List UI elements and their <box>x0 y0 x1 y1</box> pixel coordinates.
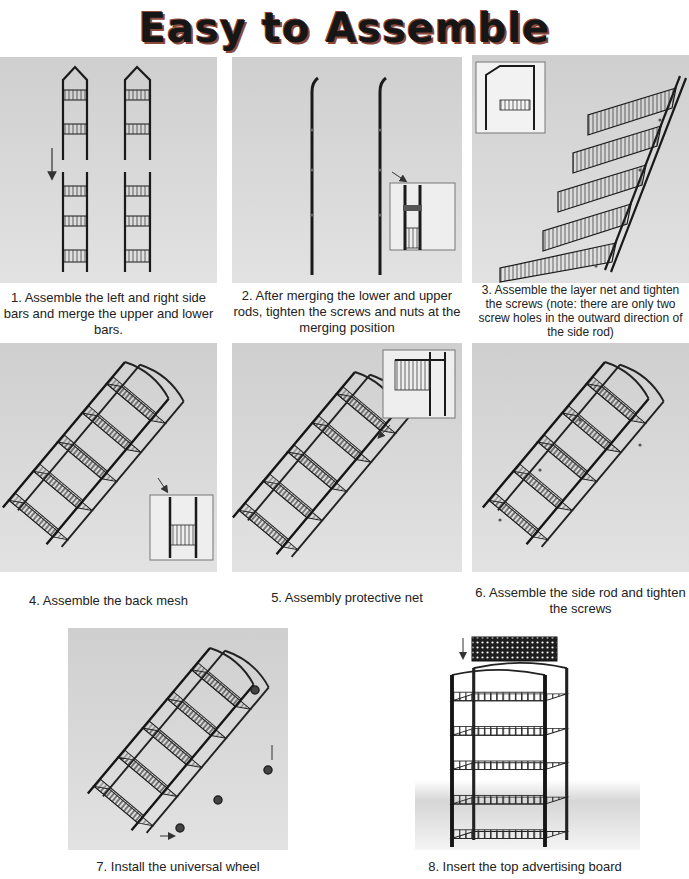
step-caption: 3. Assemble the layer net and tighten th… <box>474 283 687 339</box>
drawing-rect <box>63 216 87 226</box>
drawing-rect <box>170 525 196 545</box>
drawing-circle <box>214 796 222 804</box>
drawing-polygon <box>588 88 676 135</box>
drawing-g <box>498 418 641 521</box>
drawing-rect <box>63 124 87 134</box>
drawing-path <box>486 66 534 130</box>
step-caption: 5. Assembly protective net <box>232 590 462 606</box>
drawing-rect <box>150 495 213 560</box>
drawing-circle <box>311 129 314 132</box>
drawing-rect <box>405 228 420 248</box>
drawing-rect <box>232 343 462 572</box>
drawing-path <box>170 497 196 558</box>
drawing-path <box>63 67 87 272</box>
drawing-polygon <box>558 165 646 212</box>
page-title: Easy to Assemble <box>0 4 689 52</box>
drawing-path <box>463 638 464 656</box>
drawing-rect <box>125 186 150 196</box>
drawing-rect <box>415 780 640 850</box>
drawing-polygon <box>500 243 616 282</box>
drawing-circle <box>379 214 382 217</box>
drawing-rect <box>395 360 430 390</box>
drawing-path <box>312 78 386 275</box>
drawing-circle <box>638 443 641 446</box>
drawing-use <box>452 663 567 847</box>
drawing-rect <box>0 57 217 283</box>
drawing-rect <box>125 124 150 134</box>
drawing-g <box>311 129 382 217</box>
drawing-rect <box>232 57 462 283</box>
drawing-rect <box>63 250 87 262</box>
drawing-circle <box>379 129 382 132</box>
drawing-rect <box>125 90 150 100</box>
drawing-path <box>125 67 150 272</box>
drawing-rect <box>63 90 87 100</box>
drawing-g <box>176 686 272 832</box>
drawing-circle <box>176 824 184 832</box>
drawing-circle <box>578 418 581 421</box>
step-caption: 7. Install the universal wheel <box>60 859 296 875</box>
step-caption: 4. Assemble the back mesh <box>0 593 217 609</box>
drawing-polygon <box>573 126 661 173</box>
drawing-circle <box>594 264 597 267</box>
step-caption: 1. Assemble the left and right side bars… <box>2 290 215 338</box>
drawing-rect <box>383 350 455 418</box>
drawing-rect <box>403 205 422 211</box>
drawing-rect <box>390 183 455 250</box>
drawing-g <box>63 90 150 262</box>
drawing-path <box>380 425 390 436</box>
step-caption: 8. Insert the top advertising board <box>400 859 650 875</box>
drawing-path <box>51 148 52 176</box>
drawing-circle <box>311 214 314 217</box>
drawing-circle <box>379 169 382 172</box>
drawing-rect <box>0 343 217 572</box>
drawing-circle <box>264 766 272 774</box>
drawing-circle <box>638 168 641 171</box>
drawing-g <box>63 67 150 272</box>
drawing-path <box>405 185 420 250</box>
drawing-rect <box>472 55 689 283</box>
drawing-circle <box>658 118 661 121</box>
drawing-polygon <box>543 204 631 251</box>
step-caption: 2. After merging the lower and upper rod… <box>232 288 462 336</box>
drawing-path <box>158 478 166 490</box>
drawing-circle <box>251 686 259 694</box>
drawing-rect <box>472 343 689 572</box>
drawing-g <box>594 118 661 267</box>
drawing-rect <box>500 100 530 110</box>
drawing-use <box>483 352 668 553</box>
drawing-rect <box>125 216 150 226</box>
drawing-path <box>395 352 445 416</box>
drawing-rect <box>125 250 150 262</box>
drawing-rect <box>472 637 557 661</box>
drawing-rect <box>68 628 288 850</box>
drawing-path <box>160 745 272 836</box>
step-caption: 6. Assemble the side rod and tighten the… <box>474 585 687 617</box>
drawing-circle <box>498 518 501 521</box>
drawing-use <box>88 638 273 839</box>
drawing-circle <box>538 468 541 471</box>
drawing-rect <box>63 186 87 196</box>
drawing-path <box>392 172 404 180</box>
drawing-circle <box>311 169 314 172</box>
drawing-rect <box>476 62 545 133</box>
